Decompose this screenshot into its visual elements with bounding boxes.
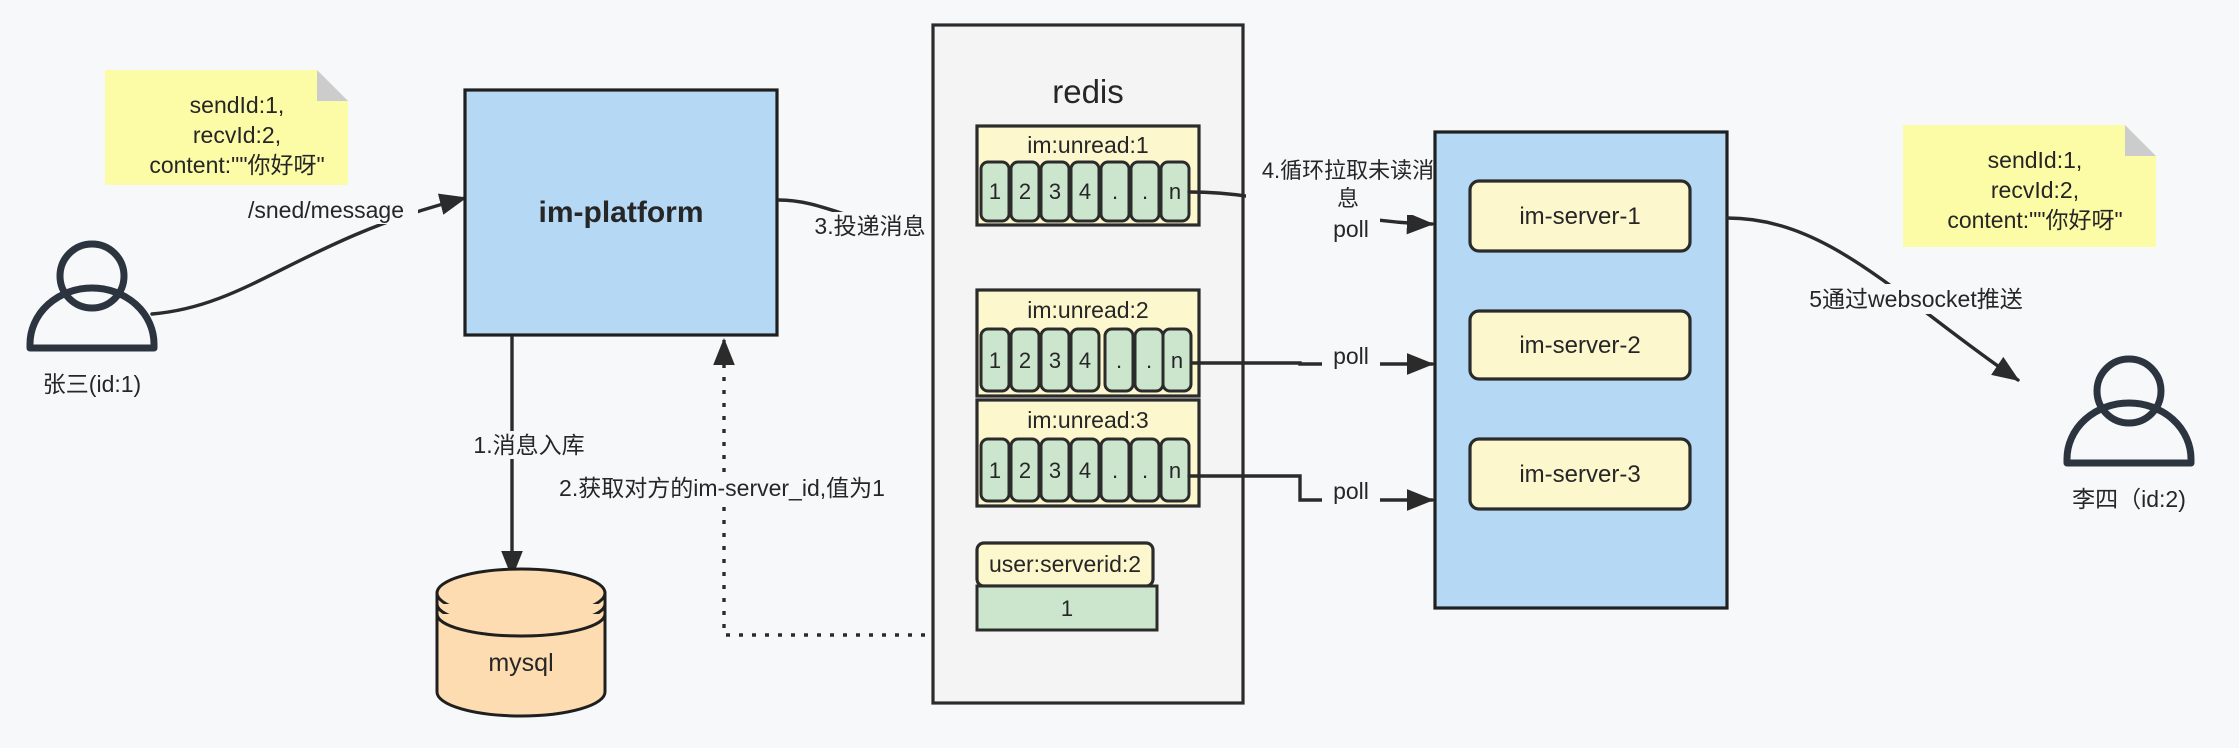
redis-cell-2-2: 3 — [1049, 458, 1061, 483]
redis-scalar-key: user:serverid:2 — [989, 551, 1141, 577]
receiver-avatar: 李四（id:2) — [2063, 355, 2195, 512]
mysql-label: mysql — [488, 649, 553, 677]
edge-step4-poll-1: 4.循环拉取未读消 息 poll — [1187, 153, 1469, 243]
redis-cell-0-4: . — [1112, 179, 1118, 204]
edge-step4-poll-2: poll — [1191, 342, 1435, 375]
edge-label-step5: 5通过websocket推送 — [1809, 286, 2022, 312]
node-im-server-2[interactable]: im-server-2 — [1468, 309, 1692, 381]
edge-label-poll-3: poll — [1333, 478, 1369, 504]
sender-avatar: 张三(id:1) — [26, 240, 158, 397]
edge-label-poll-1: poll — [1333, 216, 1369, 242]
im-server-3-label: im-server-3 — [1519, 461, 1640, 488]
note-right-line-2: recvId:2, — [1991, 177, 2079, 203]
edge-step3-deliver: 3.投递消息 — [777, 198, 975, 247]
node-im-server-1[interactable]: im-server-1 — [1468, 179, 1692, 253]
redis-key-label-1: im:unread:2 — [1027, 297, 1148, 323]
note-left-line-3: content:""你好呀" — [149, 152, 324, 178]
redis-cells-1: 1 2 3 4 . . n — [979, 327, 1193, 393]
redis-cell-0-5: . — [1142, 179, 1148, 204]
redis-label: redis — [1052, 73, 1124, 110]
note-right-line-3: content:""你好呀" — [1947, 207, 2122, 233]
note-right-line-1: sendId:1, — [1988, 147, 2083, 173]
redis-cell-0-3: 4 — [1079, 179, 1091, 204]
im-server-2-label: im-server-2 — [1519, 332, 1640, 359]
edge-label-send-message: /sned/message — [248, 197, 404, 223]
sender-label: 张三(id:1) — [43, 371, 141, 397]
redis-key-block-0[interactable]: im:unread:1 1 2 3 4 . . n — [975, 124, 1201, 227]
edge-label-step3: 3.投递消息 — [814, 213, 925, 239]
redis-cell-1-1: 2 — [1019, 348, 1031, 373]
redis-cell-0-6: n — [1169, 179, 1181, 204]
person-icon — [26, 240, 158, 352]
redis-cell-1-6: n — [1171, 348, 1183, 373]
redis-key-label-0: im:unread:1 — [1027, 132, 1148, 158]
note-right: sendId:1, recvId:2, content:""你好呀" — [1903, 125, 2156, 247]
redis-cell-0-1: 2 — [1019, 179, 1031, 204]
node-im-server-3[interactable]: im-server-3 — [1468, 437, 1692, 511]
note-left: sendId:1, recvId:2, content:""你好呀" — [105, 70, 348, 185]
edge-send-message: /sned/message — [150, 193, 467, 316]
im-platform-label: im-platform — [539, 196, 704, 229]
note-left-line-1: sendId:1, — [190, 92, 285, 118]
edge-step2-get-serverid: 2.获取对方的im-server_id,值为1 — [559, 337, 964, 637]
redis-scalar-block[interactable]: user:serverid:2 1 — [975, 541, 1159, 632]
receiver-label: 李四（id:2) — [2072, 486, 2186, 512]
edge-label-step4-line2: 息 — [1337, 186, 1359, 211]
im-server-1-label: im-server-1 — [1519, 203, 1640, 230]
redis-cell-0-0: 1 — [989, 179, 1001, 204]
redis-cell-1-0: 1 — [989, 348, 1001, 373]
redis-cell-1-3: 4 — [1079, 348, 1091, 373]
node-mysql[interactable]: mysql — [435, 567, 607, 718]
redis-cells-0: 1 2 3 4 . . n — [979, 160, 1191, 223]
person-icon — [2063, 355, 2195, 467]
redis-cell-1-2: 3 — [1049, 348, 1061, 373]
redis-cell-2-1: 2 — [1019, 458, 1031, 483]
redis-cells-2: 1 2 3 4 . . n — [979, 437, 1191, 503]
edge-label-step1: 1.消息入库 — [473, 432, 584, 458]
edge-step4-poll-3: poll — [1187, 474, 1435, 511]
edge-label-poll-2: poll — [1333, 343, 1369, 369]
redis-cell-2-5: . — [1142, 458, 1148, 483]
node-redis-container: redis im:unread:1 1 2 3 4 . . — [931, 23, 1245, 705]
node-im-server-group: im-server-1 im-server-2 im-server-3 — [1433, 130, 1729, 610]
edge-step5-websocket-push: 5通过websocket推送 — [1725, 216, 2041, 382]
redis-scalar-value: 1 — [1061, 596, 1073, 621]
redis-cell-2-6: n — [1169, 458, 1181, 483]
redis-cell-2-0: 1 — [989, 458, 1001, 483]
note-left-line-2: recvId:2, — [193, 122, 281, 148]
edge-label-step2: 2.获取对方的im-server_id,值为1 — [559, 475, 885, 501]
node-im-platform[interactable]: im-platform — [463, 88, 779, 337]
redis-key-block-2[interactable]: im:unread:3 1 2 3 4 . . n — [975, 398, 1201, 508]
redis-key-label-2: im:unread:3 — [1027, 407, 1148, 433]
redis-cell-2-4: . — [1112, 458, 1118, 483]
edge-step1-persist: 1.消息入库 — [453, 335, 605, 579]
edge-label-step4-line1: 4.循环拉取未读消 — [1262, 158, 1434, 183]
redis-key-block-1[interactable]: im:unread:2 1 2 3 4 . . n — [975, 288, 1201, 398]
redis-cell-2-3: 4 — [1079, 458, 1091, 483]
redis-cell-0-2: 3 — [1049, 179, 1061, 204]
redis-cell-1-5: . — [1146, 348, 1152, 373]
redis-cell-1-4: . — [1116, 348, 1122, 373]
